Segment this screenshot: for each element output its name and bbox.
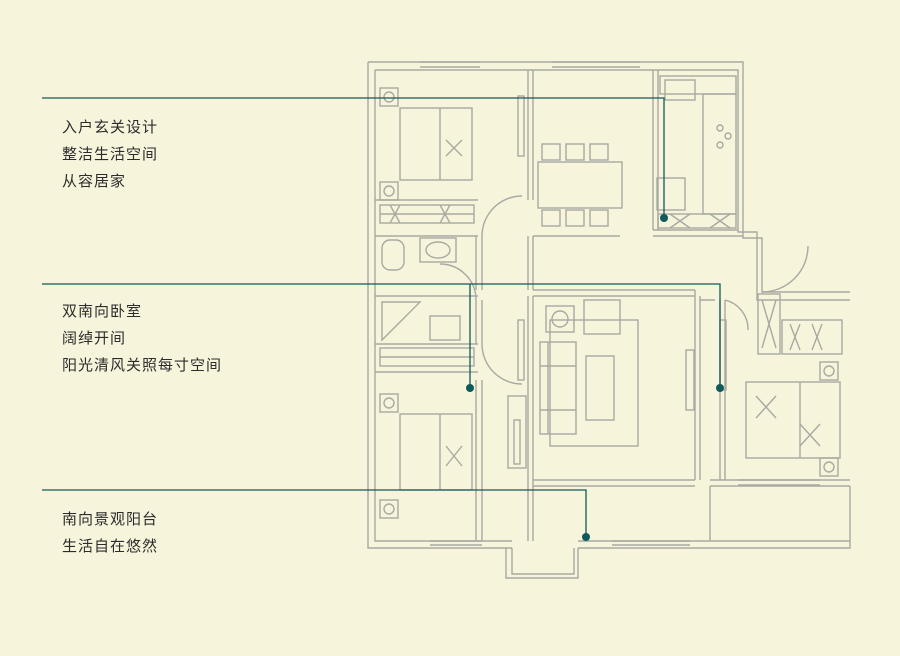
bed-bottom <box>399 413 473 491</box>
kitchen-counter <box>659 75 737 95</box>
leader-balcony <box>42 489 587 537</box>
annotation-line: 从容居家 <box>62 172 127 190</box>
marker-balcony <box>582 533 590 541</box>
annotation-entrance: 入户玄关设计 整洁生活空间 从容居家 <box>62 114 158 195</box>
rug <box>549 319 639 447</box>
outer-wall <box>367 61 851 549</box>
bed-top <box>399 107 473 181</box>
annotation-line: 阔绰开间 <box>62 329 127 347</box>
shower <box>381 301 422 342</box>
tv-cabinet <box>685 349 695 411</box>
annotation-line: 生活自在悠然 <box>62 537 159 555</box>
door-swing <box>439 195 809 385</box>
annotation-bedrooms: 双南向卧室 阔绰开间 阳光清风关照每寸空间 <box>62 298 222 379</box>
marker-entrance <box>660 214 668 222</box>
annotation-balcony: 南向景观阳台 生活自在悠然 <box>62 506 158 560</box>
sink <box>419 237 457 263</box>
dining-table <box>537 161 623 209</box>
annotation-line: 阳光清风关照每寸空间 <box>62 356 223 374</box>
annotation-line: 双南向卧室 <box>62 302 143 320</box>
marker-bedroom-right <box>716 384 724 392</box>
bed-right <box>745 381 841 459</box>
annotation-line: 整洁生活空间 <box>62 145 159 163</box>
balcony-bump <box>505 548 579 579</box>
marker-bedroom-left <box>466 384 474 392</box>
leader-entrance <box>42 97 665 218</box>
annotation-line: 南向景观阳台 <box>62 510 159 528</box>
sofa <box>539 341 577 435</box>
toilet <box>381 239 405 271</box>
annotation-line: 入户玄关设计 <box>62 118 159 136</box>
coffee-table <box>585 355 615 421</box>
leader-bedrooms <box>42 283 721 388</box>
wardrobe-right <box>757 293 781 355</box>
